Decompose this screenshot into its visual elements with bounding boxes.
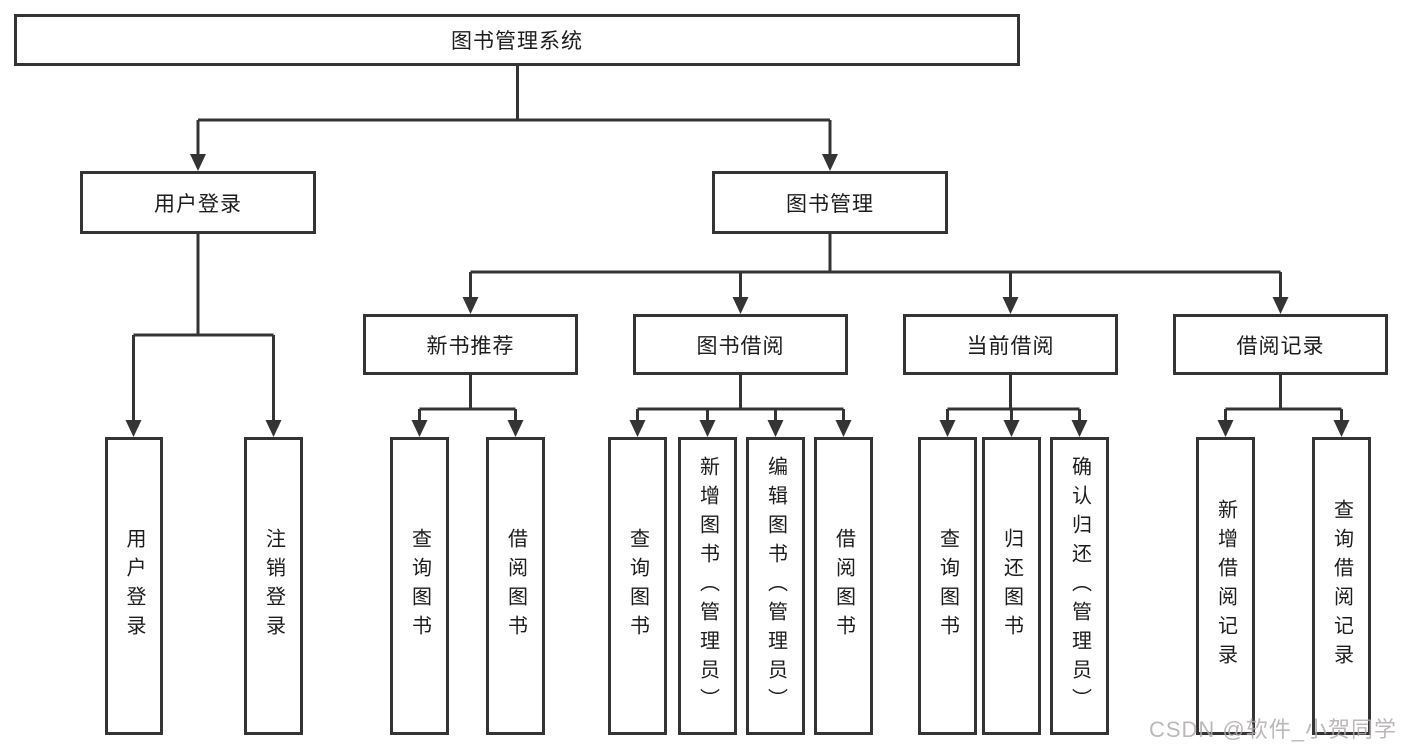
node-label: 新书推荐 [426,334,515,358]
node-label: 当前借阅 [966,334,1055,358]
connector-new-book-branch [418,375,517,422]
connector-book-borrow-branch [636,375,845,422]
arrow-down-icon [629,420,646,437]
arrow-down-icon [411,420,428,437]
arrow-down-icon [1333,420,1350,437]
leaf-label: 确认归还（管理员） [1068,455,1091,717]
leaf-label: 新增借阅记录 [1214,499,1237,673]
node-user-login: 用户登录 [80,171,316,234]
arrow-down-icon [507,420,524,437]
arrow-down-icon [699,420,716,437]
leaf-add-borrow-record: 新增借阅记录 [1196,437,1255,735]
arrow-down-icon [1071,420,1088,437]
node-current-borrow: 当前借阅 [903,314,1118,375]
leaf-label: 查询图书 [936,528,959,644]
leaf-borrow-book: 借阅图书 [814,437,873,735]
connector-root-to-level2 [196,66,832,157]
leaf-logout-login: 注销登录 [244,437,303,735]
leaf-edit-book-admin: 编辑图书（管理员） [746,437,805,735]
node-label: 图书管理系统 [451,30,583,53]
node-label: 图书借阅 [696,334,785,358]
node-label: 借阅记录 [1236,334,1325,358]
leaf-label: 查询借阅记录 [1330,499,1353,673]
arrow-down-icon [822,154,838,171]
leaf-confirm-return-admin: 确认归还（管理员） [1050,437,1109,735]
connector-current-borrow-branch [946,375,1081,422]
node-new-book-recommend: 新书推荐 [363,314,578,375]
leaf-borrow-book-recommend: 借阅图书 [486,437,545,735]
leaf-query-book-borrow: 查询图书 [608,437,667,735]
arrow-down-icon [1003,420,1020,437]
arrow-down-icon [835,420,852,437]
leaf-label: 用户登录 [123,528,145,644]
leaf-label: 查询图书 [626,528,649,644]
arrow-down-icon [1272,297,1289,314]
leaf-query-book-recommend: 查询图书 [390,437,449,735]
node-label: 图书管理 [786,192,874,216]
leaf-label: 新增图书（管理员） [696,455,719,717]
arrow-down-icon [190,154,206,171]
leaf-query-borrow-record: 查询借阅记录 [1312,437,1371,735]
node-library-management-system: 图书管理系统 [14,14,1020,66]
leaf-user-login: 用户登录 [105,437,163,735]
node-book-borrow: 图书借阅 [633,314,848,375]
leaf-label: 注销登录 [262,528,285,644]
arrow-down-icon [1002,297,1019,314]
arrow-down-icon [939,420,956,437]
leaf-query-book-current: 查询图书 [918,437,977,735]
leaf-label: 编辑图书（管理员） [764,455,787,717]
node-book-management: 图书管理 [712,171,948,234]
leaf-label: 查询图书 [408,528,431,644]
leaf-add-book-admin: 新增图书（管理员） [678,437,737,735]
leaf-label: 借阅图书 [832,528,855,644]
arrow-down-icon [767,420,784,437]
connector-borrow-record-branch [1224,375,1343,422]
arrow-down-icon [732,297,749,314]
connector-book-management-branch [469,234,1282,299]
arrow-down-icon [265,420,282,437]
arrow-down-icon [125,420,142,437]
arrow-down-icon [1217,420,1234,437]
arrow-down-icon [462,297,479,314]
leaf-label: 归还图书 [1000,528,1023,644]
connector-user-login-branch [132,234,275,422]
leaf-label: 借阅图书 [504,528,527,644]
node-borrow-record: 借阅记录 [1173,314,1388,375]
node-label: 用户登录 [154,192,242,216]
leaf-return-book: 归还图书 [982,437,1041,735]
